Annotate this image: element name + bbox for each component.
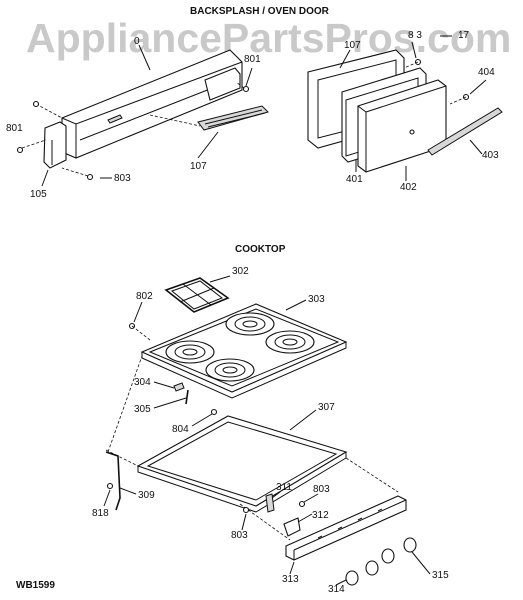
label-312: 312 — [312, 510, 329, 521]
label-404: 404 — [478, 67, 495, 78]
label-403: 403 — [482, 150, 499, 161]
label-303: 303 — [308, 294, 325, 305]
label-307: 307 — [318, 402, 335, 413]
watermark-text: AppliancePartsPros.com — [26, 15, 511, 61]
label-315: 315 — [432, 570, 449, 581]
backsplash-section-title: BACKSPLASH / OVEN DOOR — [190, 6, 330, 17]
burner-icon — [165, 312, 315, 382]
label-804: 804 — [172, 424, 189, 435]
label-17: 17 — [458, 30, 470, 41]
label-402: 402 — [400, 182, 417, 193]
label-105: 105 — [30, 189, 47, 200]
cooktop-assembly — [105, 277, 417, 586]
oven-door-assembly — [307, 49, 503, 173]
label-107-door: 107 — [344, 40, 361, 51]
label-801-left: 801 — [6, 123, 23, 134]
diagram-id: WB1599 — [16, 580, 55, 591]
screw-icon — [16, 85, 250, 181]
label-304: 304 — [134, 377, 151, 388]
label-803-cooktop-left: 803 — [231, 530, 248, 541]
label-302: 302 — [232, 266, 249, 277]
cooktop-section-title: COOKTOP — [235, 244, 286, 255]
label-401: 401 — [346, 174, 363, 185]
burner-grate — [164, 277, 230, 313]
label-311: 311 — [276, 482, 292, 493]
label-801-right: 801 — [244, 54, 261, 65]
label-313: 313 — [282, 574, 299, 585]
label-107-vent: 107 — [190, 161, 207, 172]
label-8-3: 8 3 — [408, 30, 422, 41]
label-803-backsplash: 803 — [114, 173, 131, 184]
label-309: 309 — [138, 490, 155, 501]
label-802: 802 — [136, 291, 153, 302]
label-818: 818 — [92, 508, 109, 519]
label-0: 0 — [134, 36, 140, 47]
label-803-cooktop-right: 803 — [313, 484, 330, 495]
control-knob-icon — [345, 537, 417, 586]
label-314: 314 — [328, 584, 345, 595]
label-305: 305 — [134, 404, 151, 415]
knob-icon — [317, 508, 383, 539]
backsplash-assembly — [16, 49, 269, 181]
